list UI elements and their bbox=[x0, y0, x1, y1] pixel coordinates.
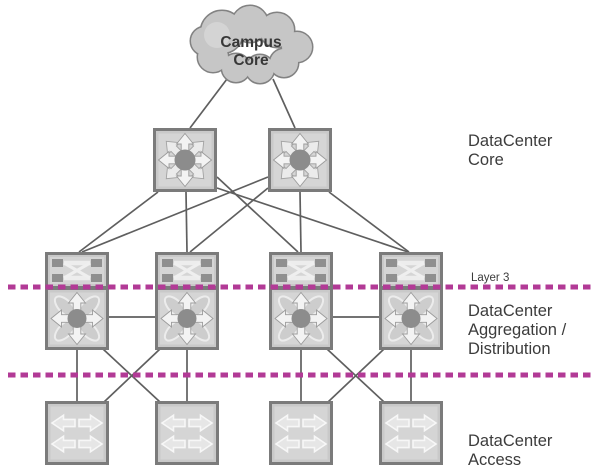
aggregation-switch-3-icon bbox=[271, 254, 332, 349]
datacenter-aggregation-label-line1: DataCenter bbox=[468, 302, 553, 320]
aggregation-switch-4-icon bbox=[381, 254, 442, 349]
datacenter-access-label-line1: DataCenter bbox=[468, 432, 553, 450]
campus-core-cloud: Campus Core bbox=[189, 4, 314, 85]
datacenter-core-label-line1: DataCenter bbox=[468, 132, 553, 150]
link-core2-agg1 bbox=[81, 176, 269, 253]
aggregation-switch-1-icon bbox=[47, 254, 108, 349]
link-agg4-access3 bbox=[327, 348, 385, 403]
datacenter-aggregation-label-line3: Distribution bbox=[468, 340, 551, 358]
layer3-label: Layer 3 bbox=[471, 272, 509, 284]
link-core1-agg2 bbox=[185, 191, 188, 253]
core-switch-1-icon bbox=[155, 130, 216, 191]
link-cloud-core1 bbox=[189, 78, 228, 129]
core-switch-2-icon bbox=[270, 130, 331, 191]
cloud-label-line1: Campus bbox=[220, 34, 281, 51]
datacenter-core-label-line2: Core bbox=[468, 151, 504, 169]
link-core2-agg4 bbox=[328, 191, 410, 253]
cloud-highlight bbox=[204, 22, 230, 48]
link-core1-agg3 bbox=[216, 176, 299, 253]
aggregation-switch-2-icon bbox=[157, 254, 218, 349]
link-core2-agg2 bbox=[189, 187, 269, 253]
access-switch-4-icon bbox=[379, 401, 443, 465]
link-agg2-access1 bbox=[103, 348, 161, 403]
link-core1-agg1 bbox=[78, 191, 159, 253]
datacenter-access-label-line2: Access bbox=[468, 451, 521, 469]
links bbox=[76, 78, 412, 403]
access-switch-2-icon bbox=[155, 401, 219, 465]
link-core1-agg4 bbox=[216, 187, 409, 253]
link-core2-agg3 bbox=[299, 191, 302, 253]
access-switch-1-icon bbox=[45, 401, 109, 465]
cloud-label-line2: Core bbox=[233, 52, 269, 69]
link-cloud-core2 bbox=[272, 78, 296, 129]
datacenter-aggregation-label-line2: Aggregation / bbox=[468, 321, 567, 339]
access-switch-3-icon bbox=[269, 401, 333, 465]
